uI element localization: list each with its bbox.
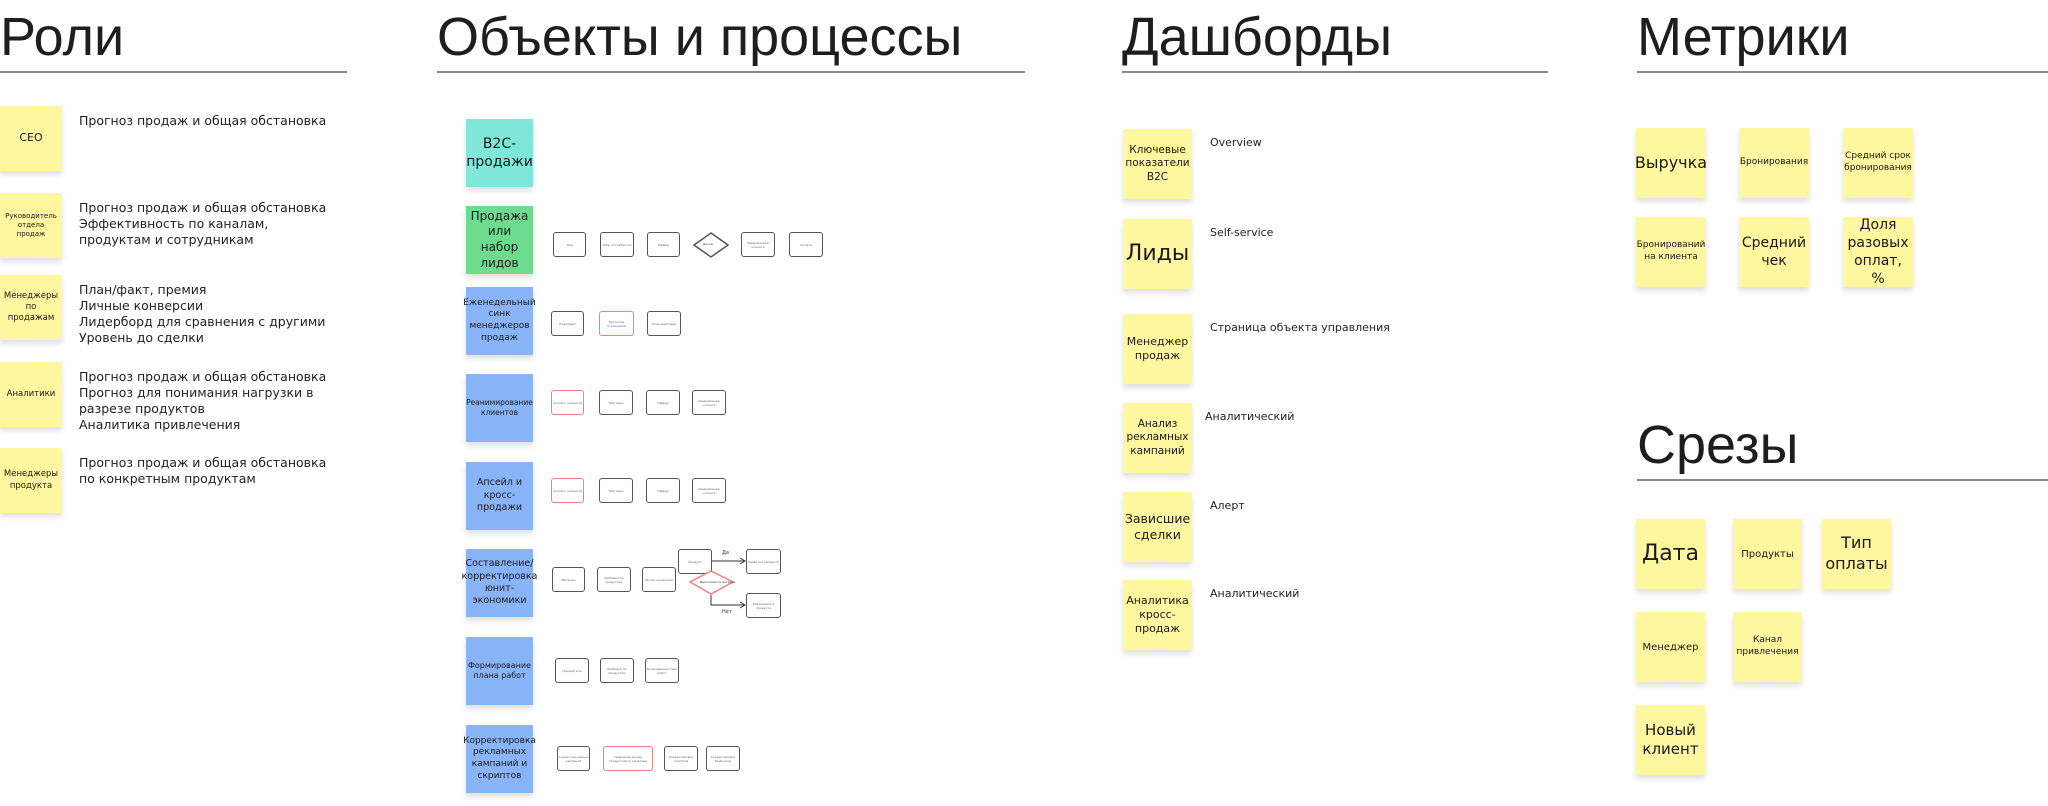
divider (0, 71, 347, 73)
divider (1637, 71, 2048, 73)
section-title-slices: Срезы (1637, 415, 1799, 475)
process-step[interactable]: План/факт (551, 311, 584, 336)
process-step[interactable]: Календарный план работ (645, 658, 679, 683)
sticky-note-metric[interactable]: Средний чек (1739, 217, 1809, 287)
dashboard-type: Страница объекта управления (1210, 321, 1390, 334)
sticky-note-role[interactable]: Менеджеры продукта (0, 448, 62, 513)
branch-label-yes: Да (722, 550, 729, 556)
process-step[interactable]: Сегмент клиентов (551, 390, 584, 415)
sticky-note-slice[interactable]: Менеджер (1636, 612, 1705, 682)
sticky-note-dashboard[interactable]: Менеджер продаж (1123, 314, 1192, 384)
process-step[interactable]: Продукт (678, 549, 712, 574)
process-step[interactable]: Корректировка скриптов (664, 746, 698, 771)
sticky-note-process[interactable]: Составление/ корректировка юнит-экономик… (462, 549, 537, 617)
process-step[interactable]: Разбивка по продуктам (597, 567, 631, 592)
divider (1122, 71, 1548, 73)
process-step[interactable]: Развитие продукта (746, 549, 781, 574)
step-label: Выполняется метрика (700, 580, 736, 584)
process-step[interactable]: Анализ рекламных кампаний (557, 746, 590, 771)
sticky-note-metric[interactable]: Бронирований на клиента (1636, 217, 1706, 287)
dashboard-type: Алерт (1210, 499, 1245, 512)
process-step[interactable]: Оплата (789, 232, 823, 257)
sticky-note-process[interactable]: Продажа или набор лидов (466, 206, 533, 274)
role-description: План/факт, премия Личные конверсии Лидер… (79, 282, 326, 345)
branch-label-no: Нет (722, 609, 732, 615)
dashboard-type: Аналитический (1205, 410, 1295, 423)
sticky-note-slice[interactable]: Новый клиент (1636, 705, 1705, 775)
sticky-note-process[interactable]: Еженедельный синк менеджеров продаж (463, 287, 536, 355)
sticky-note-slice[interactable]: Тип оплаты (1822, 519, 1891, 589)
section-title-roles: Роли (0, 7, 125, 67)
section-title-metrics: Метрики (1637, 7, 1850, 67)
process-step[interactable]: Сравнение между продуктами и каналами (603, 746, 653, 771)
process-step[interactable]: Оффер (646, 478, 680, 503)
process-step[interactable]: Расчёт экономики (642, 567, 676, 592)
sticky-note-metric[interactable]: Доля разовых оплат, % (1843, 217, 1913, 287)
dashboard-type: Overview (1210, 136, 1262, 149)
sticky-note-slice[interactable]: Дата (1636, 519, 1705, 589)
section-title-objects: Объекты и процессы (437, 7, 963, 67)
sticky-note-slice[interactable]: Канал привлечения (1733, 612, 1802, 682)
process-step[interactable]: Разбивка по продуктам (600, 658, 634, 683)
process-step[interactable]: Приоритеты (555, 658, 589, 683)
role-description: Прогноз продаж и общая обстановка Прогно… (79, 369, 327, 432)
process-step[interactable]: Сегмент клиентов (551, 478, 584, 503)
dashboard-type: Self-service (1210, 226, 1274, 239)
sticky-note-role[interactable]: Аналитики (0, 362, 62, 427)
process-step[interactable]: Метрики (552, 567, 585, 592)
sticky-note-dashboard[interactable]: Лиды (1123, 219, 1192, 289)
sticky-note-dashboard[interactable]: Зависшие сделки (1123, 492, 1192, 562)
sticky-note-dashboard[interactable]: Анализ рекламных кампаний (1123, 403, 1192, 473)
sticky-note-slice[interactable]: Продукты (1733, 519, 1802, 589)
role-description: Прогноз продаж и общая обстановка по кон… (79, 455, 327, 486)
sticky-note-process[interactable]: Апсейл и кросс-продажи (466, 462, 533, 530)
process-step[interactable]: Оффер (647, 232, 680, 257)
section-title-dashboards: Дашборды (1122, 7, 1392, 67)
sticky-note-role[interactable]: Менеджеры по продажам (0, 275, 62, 340)
process-step[interactable]: Триггеры (599, 478, 633, 503)
sticky-note-dashboard[interactable]: Аналитика кросс-продаж (1123, 580, 1192, 650)
sticky-note-process[interactable]: B2C-продажи (466, 119, 533, 187)
process-step[interactable]: Уведомление клиента (741, 232, 775, 257)
process-step[interactable]: Лид (553, 232, 586, 257)
sticky-note-process[interactable]: Корректировка рекламных кампаний и скрип… (463, 725, 536, 793)
sticky-note-role[interactable]: Руководитель отдела продаж (0, 193, 62, 258)
role-description: Прогноз продаж и общая обстановка (79, 113, 327, 128)
process-step[interactable]: Прогнозы отклонений (599, 311, 634, 336)
process-step[interactable]: Уведомление клиента (692, 390, 726, 415)
process-step[interactable]: План действий (647, 311, 681, 336)
divider (1637, 479, 2048, 481)
decision-diamond[interactable] (692, 232, 730, 258)
role-description: Прогноз продаж и общая обстановка Эффект… (79, 200, 327, 247)
process-step[interactable]: Сбор потребности (600, 232, 634, 257)
sticky-note-process[interactable]: Реанимирование клиентов (466, 374, 533, 442)
sticky-note-process[interactable]: Формирование плана работ (466, 637, 533, 705)
sticky-note-metric[interactable]: Выручка (1635, 128, 1707, 198)
process-step[interactable]: Реализация в продукте (746, 593, 781, 618)
sticky-note-metric[interactable]: Бронирования (1739, 128, 1809, 198)
process-step[interactable]: Триггеры (599, 390, 633, 415)
process-step[interactable]: Уведомление клиента (692, 478, 726, 503)
process-step[interactable]: Оффер (646, 390, 680, 415)
process-step[interactable]: Корректировка бюджетов (706, 746, 740, 771)
sticky-note-metric[interactable]: Средний срок бронирования (1843, 128, 1913, 198)
divider (437, 71, 1025, 73)
step-label: Доход (703, 242, 713, 246)
dashboard-type: Аналитический (1210, 587, 1300, 600)
sticky-note-role[interactable]: CEO (0, 106, 62, 171)
sticky-note-dashboard[interactable]: Ключевые показатели B2C (1123, 129, 1192, 199)
